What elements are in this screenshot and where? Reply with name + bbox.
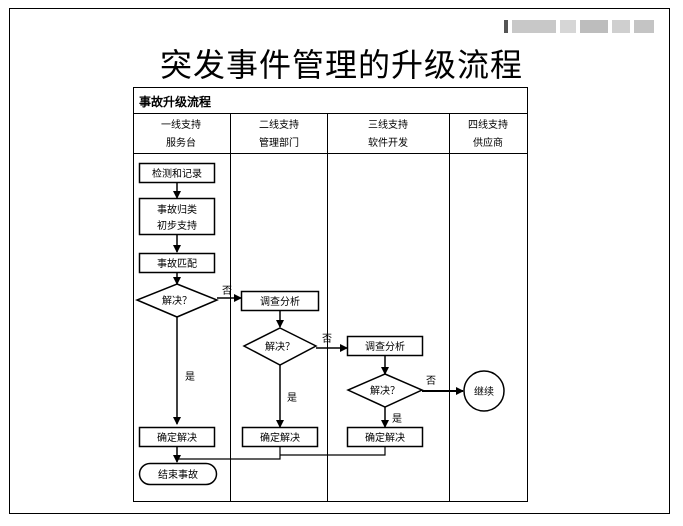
node-classify-and-support: 事故归类 初步支持 bbox=[138, 197, 216, 236]
decision-resolved-1: 解决？ bbox=[135, 283, 219, 318]
node-confirm-resolved-3: 确定解决 bbox=[346, 426, 424, 448]
node-confirm-resolved-2: 确定解决 bbox=[241, 426, 319, 448]
decision-resolved-3: 解决？ bbox=[346, 373, 424, 408]
edge-confirm-merge bbox=[280, 447, 386, 456]
escalation-flowchart: 事故升级流程 一线支持 服务台 二线支持 管理部门 三线支持 软件开发 四线支持… bbox=[133, 87, 528, 502]
node-investigate-3-label: 调查分析 bbox=[365, 340, 405, 353]
slide-frame bbox=[9, 8, 670, 514]
node-confirm-1-label: 确定解决 bbox=[157, 431, 197, 444]
lane-4-unit: 供应商 bbox=[473, 136, 503, 149]
node-confirm-resolved-1: 确定解决 bbox=[138, 426, 216, 448]
decision-resolved-2: 解决？ bbox=[242, 327, 318, 366]
edge-label-yes-1: 是 bbox=[185, 371, 195, 383]
lane-1-role: 一线支持 bbox=[161, 118, 201, 131]
edge-label-no-1: 否 bbox=[222, 285, 232, 297]
decision-3-label: 解决？ bbox=[370, 384, 400, 397]
node-classify-label-1: 事故归类 bbox=[157, 203, 197, 216]
flowchart-header: 事故升级流程 bbox=[139, 94, 211, 109]
flow-connectors bbox=[173, 183, 464, 463]
lane-3-unit: 软件开发 bbox=[368, 136, 408, 149]
decorative-header-bar bbox=[504, 20, 654, 33]
node-match-label: 事故匹配 bbox=[157, 257, 197, 270]
slide-title: 突发事件管理的升级流程 bbox=[159, 46, 523, 84]
node-close-label: 结束事故 bbox=[158, 468, 198, 481]
node-classify-label-2: 初步支持 bbox=[157, 219, 197, 232]
node-confirm-3-label: 确定解决 bbox=[365, 431, 405, 444]
decision-2-label: 解决？ bbox=[265, 340, 295, 353]
node-investigate-2-label: 调查分析 bbox=[260, 295, 300, 308]
decision-1-label: 解决？ bbox=[162, 294, 192, 307]
swimlane-grid bbox=[133, 87, 528, 502]
lane-header-1: 一线支持 服务台 bbox=[161, 118, 201, 149]
edge-label-no-2: 否 bbox=[322, 333, 332, 345]
lane-header-4: 四线支持 供应商 bbox=[468, 118, 508, 149]
lane-4-role: 四线支持 bbox=[468, 118, 508, 131]
edge-label-yes-3: 是 bbox=[392, 413, 402, 425]
node-investigate-3: 调查分析 bbox=[346, 335, 424, 357]
edge-label-no-3: 否 bbox=[426, 375, 436, 387]
lane-header-3: 三线支持 软件开发 bbox=[368, 118, 408, 149]
edge-confirm-2-merge bbox=[177, 447, 281, 460]
node-detect-label: 检测和记录 bbox=[152, 167, 202, 180]
node-incident-match: 事故匹配 bbox=[138, 252, 216, 274]
node-continue: 继续 bbox=[463, 370, 505, 412]
lane-3-role: 三线支持 bbox=[368, 118, 408, 131]
node-close-incident: 结束事故 bbox=[138, 462, 218, 486]
node-continue-label: 继续 bbox=[474, 385, 494, 398]
edge-label-yes-2: 是 bbox=[287, 392, 297, 404]
node-confirm-2-label: 确定解决 bbox=[260, 431, 300, 444]
lane-2-unit: 管理部门 bbox=[259, 136, 299, 149]
lane-1-unit: 服务台 bbox=[166, 136, 196, 149]
node-detect-and-record: 检测和记录 bbox=[138, 162, 216, 184]
lane-2-role: 二线支持 bbox=[259, 118, 299, 131]
lane-header-2: 二线支持 管理部门 bbox=[259, 118, 299, 149]
node-investigate-2: 调查分析 bbox=[240, 290, 320, 312]
